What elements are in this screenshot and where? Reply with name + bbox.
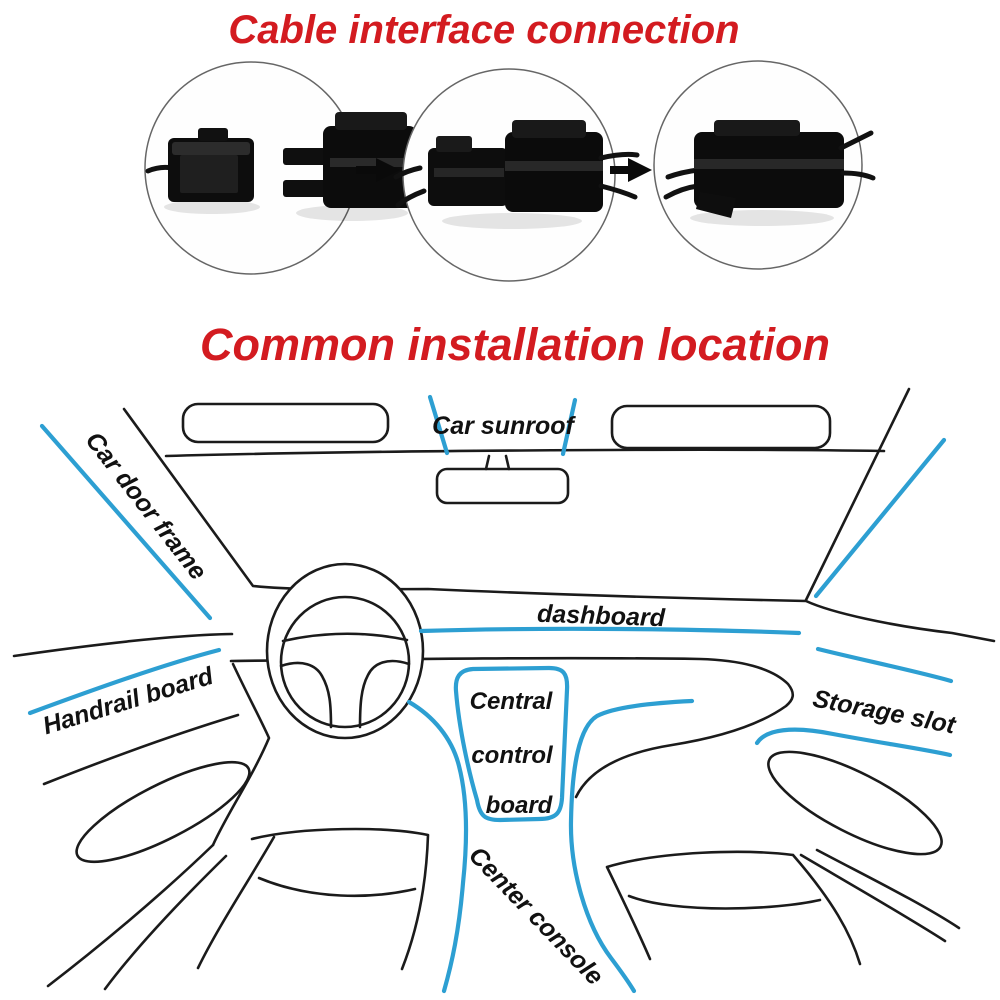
right-door-handle-oval [767, 750, 943, 856]
sketch-black-lines [12, 387, 996, 991]
door-frame-strip-left [39, 423, 213, 621]
central-control-board-label-line3: board [486, 792, 554, 819]
right-floor-diagonals [799, 848, 961, 943]
storage-strip-lower [754, 727, 953, 758]
car-interior-sketch: Car sunroof Car door frame dashboard Han… [12, 387, 996, 994]
roof-line [164, 448, 886, 458]
central-control-board-label-line1: Central [470, 688, 554, 715]
storage-strip-upper [815, 646, 954, 684]
sunroof-strip-right-tick [560, 397, 578, 457]
door-frame-strip-right [813, 437, 947, 599]
left-floor-curve [211, 662, 271, 847]
central-control-board-label-line2: control [471, 742, 554, 769]
left-seat [196, 827, 430, 971]
handrail-strip [27, 647, 222, 716]
dashboard-label: dashboard [537, 600, 666, 632]
central-control-board-outline [453, 665, 570, 823]
installation-location-title: Common installation location [200, 319, 830, 370]
dash-lower-line [229, 656, 795, 799]
console-strip-left [406, 699, 469, 994]
mirror-stem [484, 454, 511, 471]
storage-slot-label: Storage slot [810, 684, 959, 739]
connector-photos-row [144, 60, 876, 282]
left-door-handle-oval [75, 760, 251, 864]
cable-connection-title: Cable interface connection [228, 8, 739, 52]
left-shelf-line [12, 632, 234, 658]
left-floor-diagonal-1 [46, 843, 215, 988]
right-seat [605, 850, 862, 966]
rearview-mirror [435, 467, 570, 505]
left-sun-visor [181, 402, 390, 444]
dashboard-strip [418, 626, 802, 636]
left-door-lower-line [42, 713, 240, 786]
arrow-right-icon [610, 158, 652, 182]
arrow-right-icon [356, 158, 400, 182]
connector-half-plugged-photo [393, 68, 640, 282]
left-floor-diagonal-2 [103, 854, 228, 991]
led-strip-lines [27, 394, 954, 994]
car-door-frame-label: Car door frame [80, 427, 212, 586]
console-strip-right [568, 698, 695, 994]
sunroof-strip-left-tick [427, 394, 450, 456]
right-sun-visor [610, 404, 832, 450]
right-pillar [804, 387, 911, 602]
car-sunroof-label: Car sunroof [432, 412, 576, 440]
steering-wheel [265, 562, 425, 740]
connector-plugged-photo [653, 60, 876, 270]
